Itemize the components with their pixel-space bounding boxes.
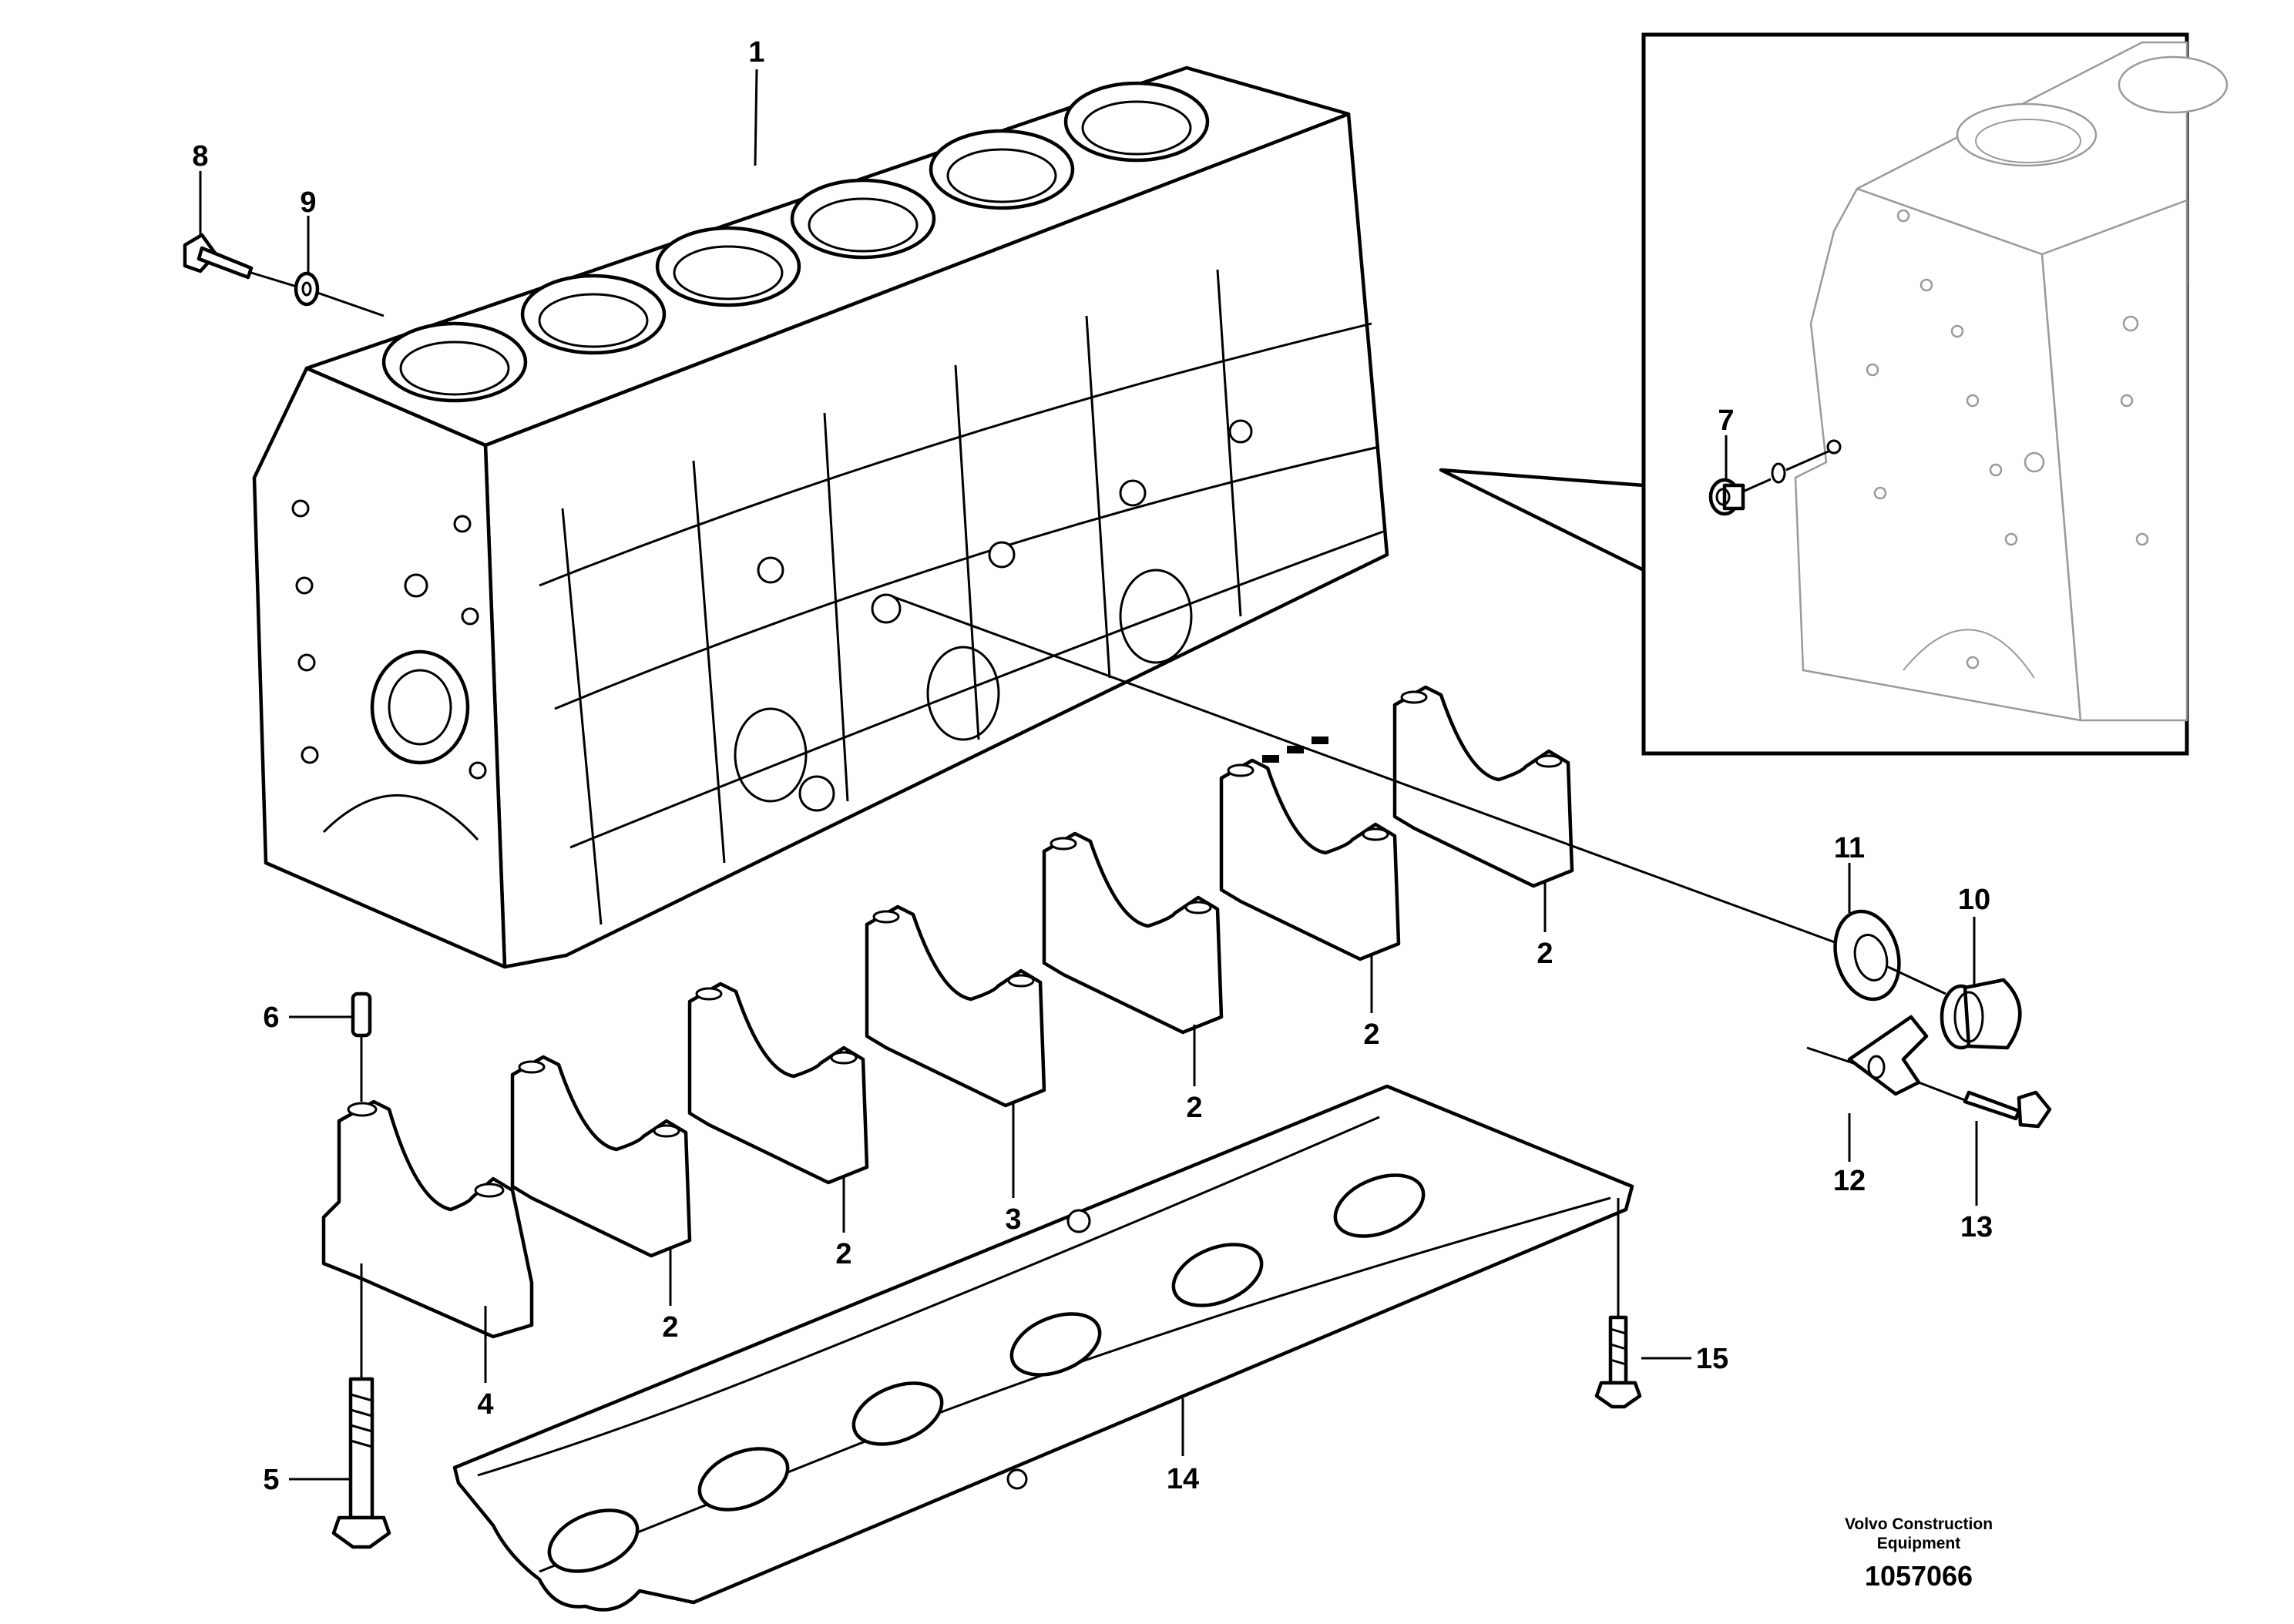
plug-10	[1940, 978, 2022, 1050]
bearing-cap-2a	[510, 1055, 692, 1258]
flange-bolt-13	[1963, 1090, 2052, 1129]
bearing-cap-2e	[1392, 685, 1574, 888]
callout-labels: 1 8 9 7 11 10 12 13 6 5 4 3 2 2 2 2 2 14…	[192, 36, 1993, 1496]
callout-2d: 2	[1363, 1018, 1379, 1051]
manufacturer-line-1: Volvo Construction	[1845, 1515, 1993, 1533]
main-bearing-bolt-5	[331, 1377, 391, 1549]
callout-4: 4	[477, 1388, 493, 1421]
bearing-cap-2c	[1042, 831, 1224, 1035]
callout-2a: 2	[662, 1311, 678, 1344]
sealing-ring-11	[1833, 909, 1901, 1002]
callout-11: 11	[1834, 832, 1865, 864]
cylinder-block	[252, 65, 1389, 969]
title-block: Volvo Construction Equipment 1057066	[1845, 1515, 1993, 1592]
block-front-detail	[291, 499, 487, 841]
callout-12: 12	[1833, 1165, 1866, 1197]
bearing-cap-4	[321, 1099, 534, 1339]
callout-7: 7	[1718, 404, 1734, 437]
callout-14: 14	[1167, 1463, 1199, 1495]
callout-5: 5	[263, 1464, 279, 1496]
plug-7	[1708, 478, 1745, 516]
callout-9: 9	[300, 186, 316, 219]
callout-3: 3	[1005, 1203, 1021, 1236]
document-number: 1057066	[1865, 1560, 1973, 1592]
bearing-caps	[321, 685, 1574, 1339]
bearing-cap-3	[865, 904, 1046, 1108]
alignment-marks	[1262, 737, 1328, 763]
callout-leaders	[199, 69, 1978, 1481]
callout-2c: 2	[1186, 1092, 1202, 1124]
block-side-detail	[539, 269, 1384, 925]
washer-9	[294, 271, 320, 307]
bracket-12	[1847, 1015, 1929, 1096]
callout-8: 8	[192, 140, 208, 173]
bearing-cap-2b	[687, 981, 869, 1185]
manufacturer-line-2: Equipment	[1877, 1535, 1961, 1552]
callout-13: 13	[1960, 1211, 1993, 1243]
callout-2e: 2	[1537, 938, 1553, 970]
callout-15: 15	[1696, 1343, 1728, 1375]
flange-bolt-8	[183, 233, 254, 280]
flange-bolt-15	[1594, 1315, 1642, 1409]
oil-pan-stiffener-14	[452, 1084, 1634, 1612]
bearing-cap-2d	[1219, 758, 1401, 961]
callout-10: 10	[1958, 884, 1990, 916]
callout-6: 6	[263, 1002, 279, 1034]
inset-detail-view	[1641, 32, 2229, 756]
callout-2b: 2	[835, 1238, 851, 1270]
dowel-pin-6	[351, 992, 372, 1038]
callout-1: 1	[748, 36, 764, 69]
cylinder-bores	[381, 81, 1210, 403]
